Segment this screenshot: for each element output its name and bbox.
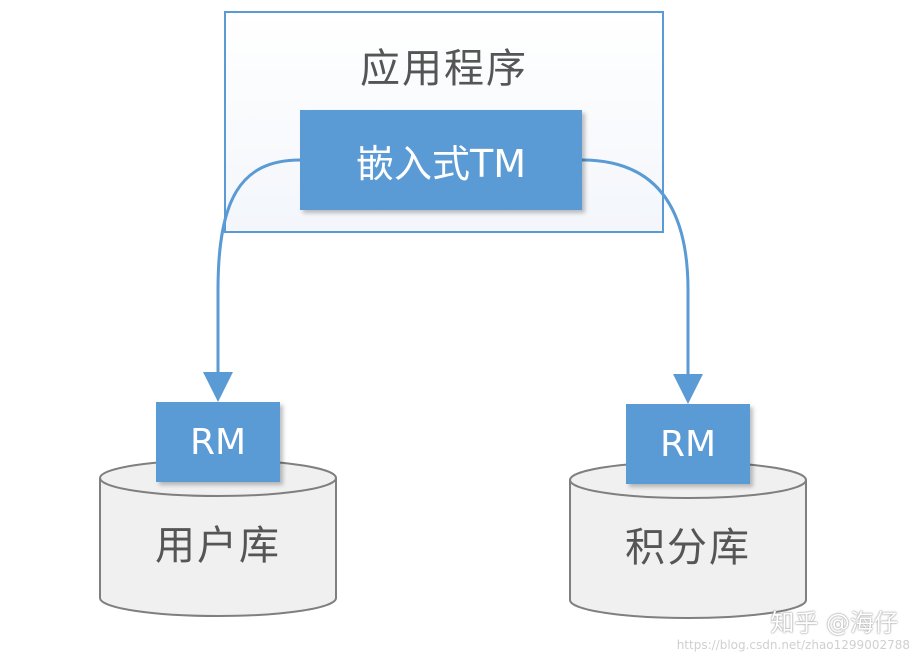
arrow-tm-to-user-db bbox=[216, 158, 301, 372]
application-title: 应用程序 bbox=[360, 46, 528, 92]
points-db-label: 积分库 bbox=[625, 525, 751, 571]
user-db-label: 用户库 bbox=[155, 523, 281, 569]
zhihu-watermark: 知乎 @海仔 bbox=[770, 609, 898, 637]
user-db-cylinder: 用户库 bbox=[98, 458, 338, 618]
points-db-cylinder: 积分库 bbox=[568, 460, 808, 620]
arrowhead-user-db bbox=[203, 372, 233, 402]
user-db-rm-box: RM bbox=[156, 402, 280, 482]
embedded-tm-box: 嵌入式TM bbox=[300, 110, 582, 210]
points-db-rm-box: RM bbox=[626, 404, 750, 484]
arrow-tm-to-points-db bbox=[581, 158, 690, 374]
arrowhead-points-db bbox=[673, 374, 703, 404]
csdn-watermark-url: https://blog.csdn.net/zhao1299002788 bbox=[676, 638, 910, 652]
